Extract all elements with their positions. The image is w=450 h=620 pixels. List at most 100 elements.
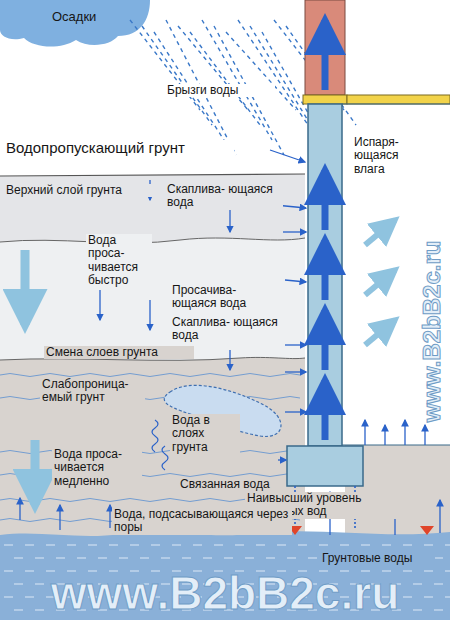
- stroke: [361, 544, 370, 545]
- stroke: [365, 270, 395, 295]
- stroke: [190, 32, 260, 125]
- stroke: [404, 420, 405, 445]
- stroke: [445, 544, 450, 545]
- stroke: [98, 557, 107, 558]
- stroke: [285, 344, 306, 345]
- watermark: www.B2bB2c.ru: [20, 568, 430, 620]
- stroke: [35, 609, 44, 610]
- stroke: [99, 290, 100, 320]
- stroke: [35, 583, 44, 584]
- stroke: [445, 596, 450, 597]
- stroke: [226, 32, 296, 110]
- stroke: [130, 544, 139, 545]
- stroke: [403, 570, 412, 571]
- stroke: [25, 544, 34, 545]
- stroke: [229, 210, 230, 232]
- callout-label: Вода в слоях грунта: [170, 414, 240, 454]
- stroke: [67, 544, 76, 545]
- stroke: [319, 544, 328, 545]
- stroke: [384, 425, 385, 445]
- stroke: [119, 557, 128, 558]
- stroke: [14, 609, 23, 610]
- stroke: [424, 425, 425, 445]
- stroke: [151, 544, 160, 545]
- stroke: [445, 570, 450, 571]
- stroke: [424, 544, 433, 545]
- callout-label: Вода, подсасывающаяся через поры: [112, 508, 292, 535]
- callout-label: Смена слоев грунта: [44, 346, 194, 359]
- stroke: [109, 505, 110, 528]
- stroke: [25, 570, 34, 571]
- stroke: [364, 420, 365, 445]
- stroke: [109, 544, 118, 545]
- stroke: [365, 220, 395, 245]
- callout-label: Грунтовые воды: [320, 552, 435, 565]
- stroke: [413, 583, 422, 584]
- stroke: [285, 280, 306, 282]
- stroke: [77, 557, 86, 558]
- callout-label: Водопропускающий грунт: [4, 140, 234, 157]
- callout-label: Вода проса- чивается медленно: [52, 448, 142, 488]
- stroke: [403, 596, 412, 597]
- stroke: [434, 583, 443, 584]
- stroke: [322, 170, 329, 230]
- stroke: [25, 596, 34, 597]
- water-line: [0, 451, 300, 454]
- stroke: [424, 596, 433, 597]
- stroke: [322, 310, 329, 370]
- stroke: [238, 20, 308, 125]
- stroke: [340, 544, 349, 545]
- stroke: [14, 557, 23, 558]
- stroke: [35, 557, 44, 558]
- stroke: [149, 300, 150, 330]
- stroke: [277, 544, 286, 545]
- stroke: [31, 440, 40, 505]
- stroke: [382, 544, 391, 545]
- stroke: [434, 557, 443, 558]
- stroke: [322, 20, 329, 90]
- stroke: [88, 544, 97, 545]
- stroke: [202, 20, 272, 140]
- stroke: [413, 609, 422, 610]
- stroke: [434, 609, 443, 610]
- stroke: [14, 583, 23, 584]
- callout-label: Брызги воды: [165, 84, 275, 97]
- stroke: [142, 26, 212, 125]
- stroke: [298, 544, 307, 545]
- water-line: [0, 474, 300, 477]
- callout-label: Скаплива- ющаяся вода: [170, 316, 282, 343]
- stroke: [4, 544, 13, 545]
- stroke: [4, 596, 13, 597]
- stroke: [424, 570, 433, 571]
- stroke: [322, 380, 329, 440]
- stroke: [56, 557, 65, 558]
- stroke: [308, 557, 317, 558]
- stroke: [403, 544, 412, 545]
- stroke: [266, 557, 275, 558]
- stroke: [224, 557, 233, 558]
- stroke: [283, 231, 306, 232]
- stroke: [203, 557, 212, 558]
- stroke: [229, 350, 230, 370]
- callout-label: Верхний слой грунта: [4, 184, 154, 197]
- stroke: [270, 150, 305, 162]
- stroke: [235, 544, 244, 545]
- stroke: [193, 544, 202, 545]
- callout-label: Связанная вода: [178, 478, 278, 491]
- stroke: [439, 500, 440, 533]
- callout-label: Слабопроница- емый грунт: [40, 378, 145, 405]
- stroke: [161, 557, 170, 558]
- stroke: [365, 320, 395, 345]
- stroke: [140, 557, 149, 558]
- watermark: www.B2bB2c.ru: [419, 161, 446, 501]
- stroke: [21, 250, 30, 325]
- stroke: [46, 544, 55, 545]
- stroke: [256, 544, 265, 545]
- callout-label: Осадки: [50, 10, 120, 25]
- stroke: [285, 411, 306, 412]
- stroke: [214, 544, 223, 545]
- stroke: [245, 557, 254, 558]
- callout-label: Испаря- ющаяся влага: [352, 136, 414, 176]
- stroke: [285, 371, 306, 372]
